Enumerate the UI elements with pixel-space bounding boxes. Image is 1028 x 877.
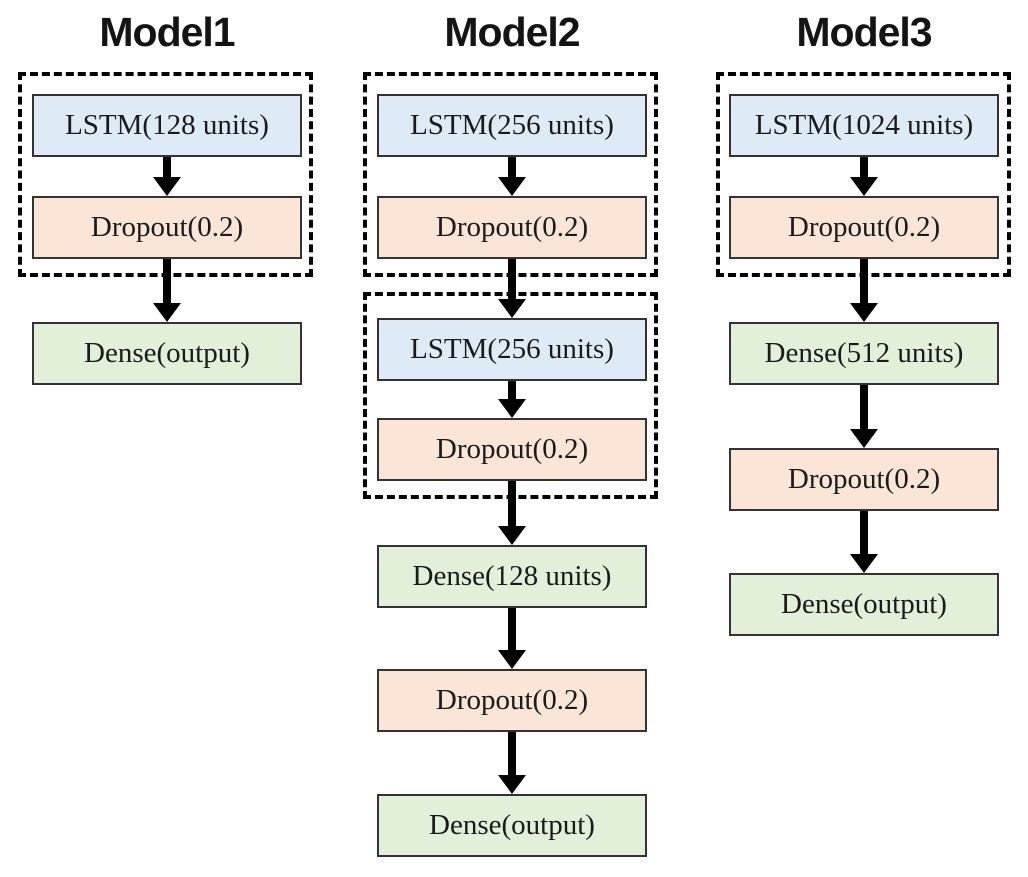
arrow-head	[850, 554, 878, 573]
arrow-head	[153, 303, 181, 322]
model1-layer-dropout: Dropout(0.2)	[32, 196, 302, 259]
arrow-shaft	[860, 511, 868, 557]
arrow-head	[850, 177, 878, 196]
model3-title: Model3	[796, 9, 932, 55]
arrow-shaft	[508, 157, 516, 180]
model3-layer-dropout-2: Dropout(0.2)	[729, 448, 999, 511]
arrow-head	[498, 399, 526, 418]
arrow-shaft	[860, 385, 868, 432]
model2-layer-lstm-1: LSTM(256 units)	[377, 94, 647, 157]
model1-title: Model1	[99, 9, 235, 55]
model3-layer-dense-512: Dense(512 units)	[729, 322, 999, 385]
arrow-shaft	[163, 157, 171, 180]
arrow-down-icon	[498, 732, 526, 794]
arrow-down-icon	[498, 481, 526, 545]
arrow-head	[153, 177, 181, 196]
arrow-down-icon	[498, 608, 526, 669]
arrow-head	[498, 177, 526, 196]
model1-layer-lstm: LSTM(128 units)	[32, 94, 302, 157]
arrow-shaft	[508, 732, 516, 778]
arrow-shaft	[508, 481, 516, 529]
model2-layer-lstm-2: LSTM(256 units)	[377, 318, 647, 381]
model2-title: Model2	[444, 9, 580, 55]
arrow-head	[498, 650, 526, 669]
model2-layer-dropout-1: Dropout(0.2)	[377, 196, 647, 259]
arrow-down-icon	[850, 511, 878, 573]
arrow-head	[850, 429, 878, 448]
model2-layer-dropout-3: Dropout(0.2)	[377, 669, 647, 732]
arrow-down-icon	[153, 157, 181, 196]
model2-layer-dense-output: Dense(output)	[377, 794, 647, 857]
arrow-down-icon	[498, 381, 526, 418]
model2-layer-dense-128: Dense(128 units)	[377, 545, 647, 608]
arrow-down-icon	[498, 259, 526, 318]
arrow-shaft	[860, 157, 868, 180]
arrow-shaft	[508, 259, 516, 302]
arrow-down-icon	[850, 259, 878, 322]
arrow-down-icon	[498, 157, 526, 196]
arrow-down-icon	[153, 259, 181, 322]
arrow-head	[850, 303, 878, 322]
arrow-head	[498, 775, 526, 794]
arrow-head	[498, 299, 526, 318]
arrow-head	[498, 526, 526, 545]
arrow-shaft	[508, 381, 516, 402]
arrow-shaft	[163, 259, 171, 306]
arrow-down-icon	[850, 385, 878, 448]
model3-layer-lstm: LSTM(1024 units)	[729, 94, 999, 157]
model1-layer-dense-output: Dense(output)	[32, 322, 302, 385]
model3-layer-dropout-1: Dropout(0.2)	[729, 196, 999, 259]
arrow-shaft	[508, 608, 516, 653]
model3-layer-dense-output: Dense(output)	[729, 573, 999, 636]
arrow-shaft	[860, 259, 868, 306]
model2-layer-dropout-2: Dropout(0.2)	[377, 418, 647, 481]
arrow-down-icon	[850, 157, 878, 196]
